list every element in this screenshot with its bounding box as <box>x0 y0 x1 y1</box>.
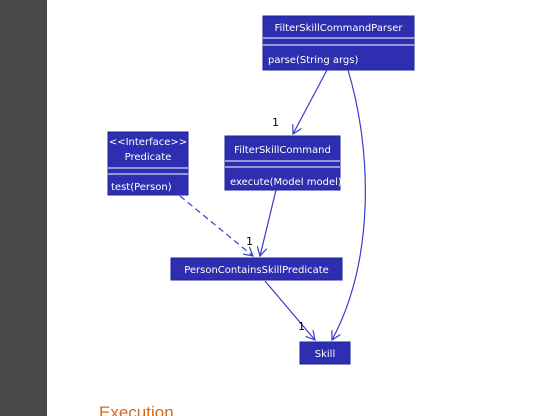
uml-class-diagram: FilterSkillCommandParser parse(String ar… <box>107 15 415 365</box>
arrow-command-to-person-predicate <box>260 189 277 256</box>
arrow-parser-to-command <box>293 69 328 134</box>
class-person-contains-skill-predicate: PersonContainsSkillPredicate <box>170 257 343 281</box>
interface-predicate: <<Interface>> Predicate test(Person) <box>107 131 189 196</box>
section-heading-execution: Execution <box>99 403 174 416</box>
method-execute: execute(Model model) <box>230 177 342 188</box>
arrow-parser-to-skill <box>332 69 366 340</box>
method-parse: parse(String args) <box>268 55 358 66</box>
class-name-command: FilterSkillCommand <box>234 145 331 156</box>
arrow-person-predicate-to-skill <box>264 280 315 340</box>
left-sidebar-rail <box>0 0 47 416</box>
multiplicity-person-predicate: 1 <box>246 235 253 248</box>
multiplicity-command: 1 <box>272 116 279 129</box>
method-test: test(Person) <box>111 182 172 193</box>
class-skill: Skill <box>299 341 351 365</box>
class-filter-skill-command-parser: FilterSkillCommandParser parse(String ar… <box>262 15 415 71</box>
class-name-skill: Skill <box>315 349 335 360</box>
class-name-person-predicate: PersonContainsSkillPredicate <box>184 265 329 276</box>
arrow-realization-to-person-predicate <box>179 195 253 256</box>
class-filter-skill-command: FilterSkillCommand execute(Model model) <box>224 135 342 191</box>
class-name-predicate: Predicate <box>125 152 172 163</box>
class-name-parser: FilterSkillCommandParser <box>275 23 404 34</box>
multiplicity-skill: 1 <box>298 320 305 333</box>
interface-stereotype: <<Interface>> <box>109 137 187 148</box>
document-page: FilterSkillCommandParser parse(String ar… <box>47 0 550 416</box>
